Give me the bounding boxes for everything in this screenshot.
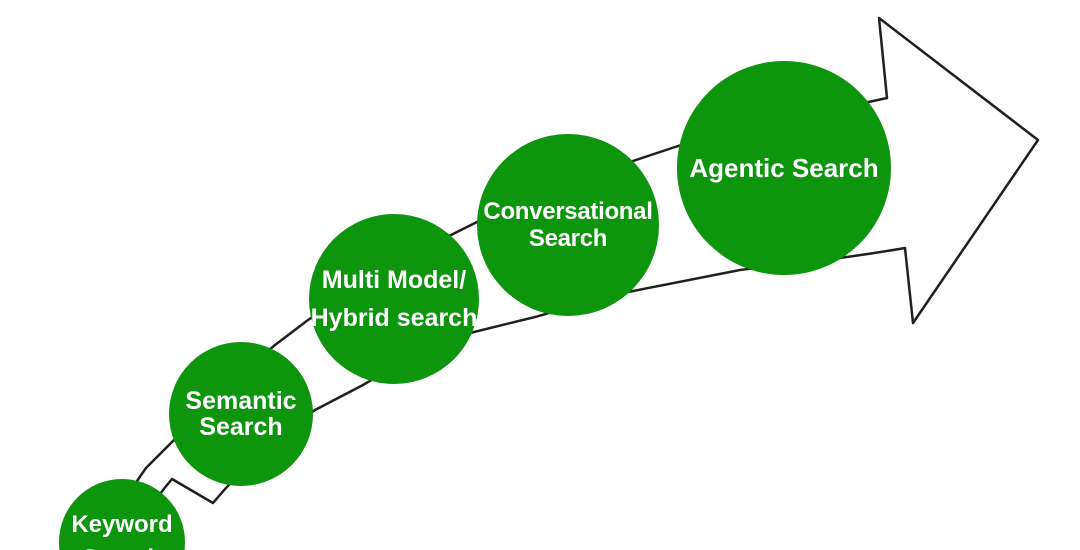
stage-circle-multi-model-hybrid-search: Multi Model/ Hybrid search (309, 214, 479, 384)
stage-circle-agentic-search: Agentic Search (677, 61, 891, 275)
stage-label-line2: Hybrid search (310, 304, 478, 332)
stage-label-line1: Agentic Search (689, 153, 879, 183)
stage-label-line2: Search (528, 225, 608, 252)
stage-label-line1: Conversational (483, 198, 653, 225)
stage-label-line1: Multi Model/ (321, 266, 467, 294)
stage-circle-semantic-search: Semantic Search (169, 342, 313, 486)
stage-label-line1: Keyword (71, 511, 173, 538)
stage-label-line2: Search (82, 542, 162, 550)
stage-label-line2: Search (199, 413, 283, 441)
stage-circle-conversational-search: Conversational Search (477, 134, 659, 316)
stage-label-line1: Semantic (185, 387, 297, 415)
